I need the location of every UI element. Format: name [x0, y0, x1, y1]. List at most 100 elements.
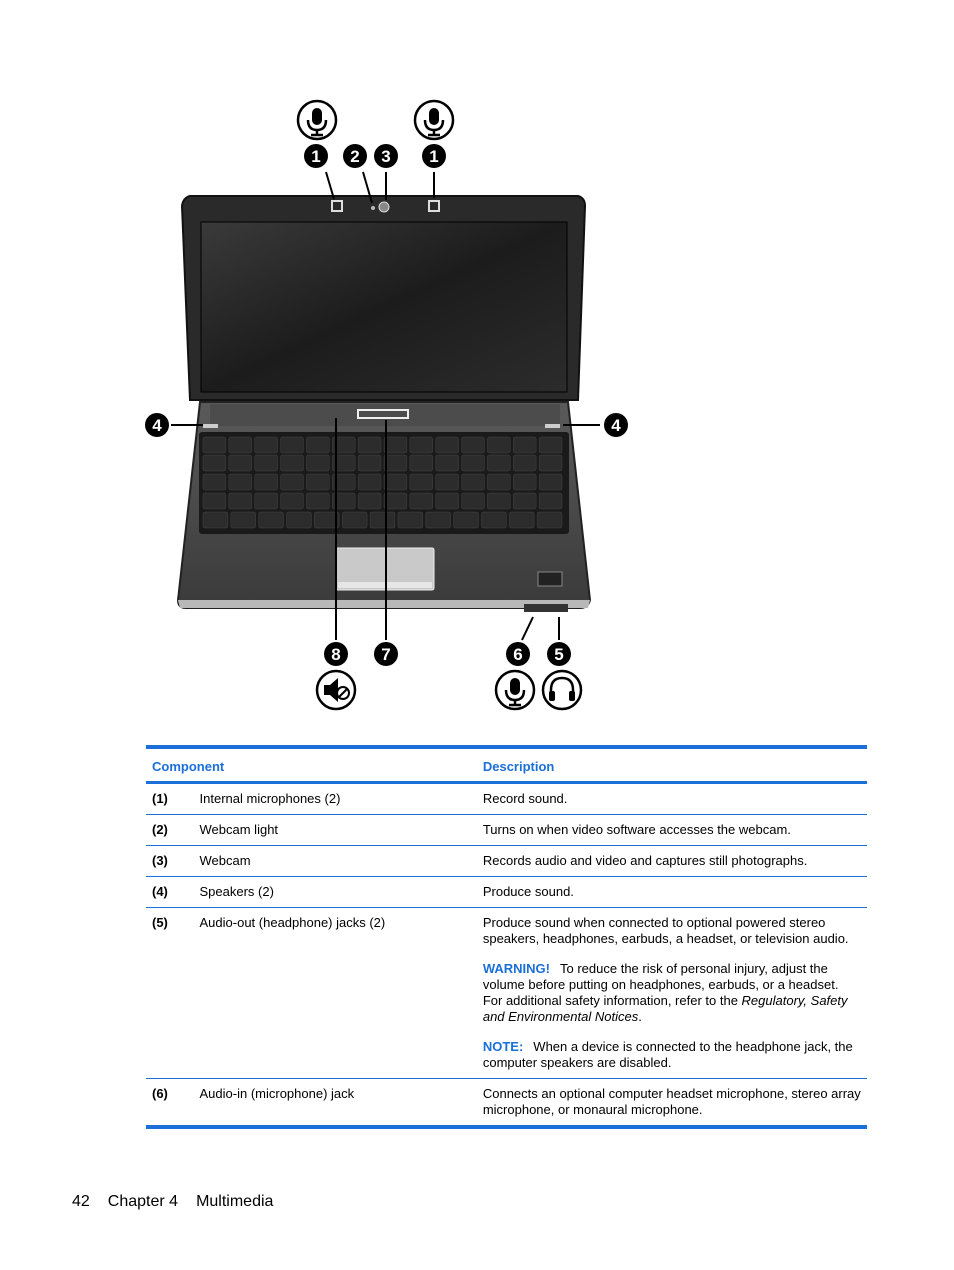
warning-doc-title: Regulatory, Safety and Environmental Not…	[482, 993, 848, 1024]
component-name: Speakers (2)	[193, 876, 477, 908]
table-row: (4) Speakers (2) Produce sound.	[146, 876, 867, 908]
keyboard-key	[409, 473, 433, 491]
keyboard-key	[357, 492, 382, 510]
keyboard-key	[453, 511, 479, 529]
internal-microphone-right	[428, 200, 440, 212]
row-number: (6)	[146, 1078, 194, 1125]
keyboard-key	[461, 436, 485, 454]
webcam	[378, 201, 390, 213]
description-text: Produce sound.	[482, 884, 574, 899]
keyboard-key	[397, 511, 424, 529]
keyboard-key	[435, 436, 459, 454]
table-row: (6) Audio-in (microphone) jack Connects …	[146, 1078, 867, 1125]
chapter-label: Chapter 4	[107, 1193, 179, 1210]
component-description: Record sound.	[476, 781, 867, 815]
keyboard-key	[230, 511, 256, 529]
table-row: (5) Audio-out (headphone) jacks (2) Prod…	[146, 907, 867, 1079]
callout-badge: 2	[343, 144, 367, 168]
keyboard-key	[254, 473, 278, 491]
fingerprint-reader	[537, 571, 563, 587]
keyboard-key	[513, 473, 537, 491]
page-number: 42	[72, 1193, 90, 1210]
keyboard-key	[286, 511, 312, 529]
table-bottom-rule	[146, 1125, 867, 1129]
keyboard-key	[357, 436, 382, 454]
keyboard-key	[254, 436, 278, 454]
keyboard-key	[254, 454, 278, 472]
keyboard-key	[306, 473, 330, 491]
keyboard-key	[228, 473, 252, 491]
callout-number: 1	[311, 147, 320, 166]
description-text: Turns on when video software accesses th…	[482, 822, 791, 837]
internal-microphone-left	[331, 200, 343, 212]
component-description: Records audio and video and captures sti…	[476, 845, 867, 877]
keyboard-key	[435, 473, 459, 491]
callout-badge: 7	[374, 642, 398, 666]
callout-number: 2	[350, 147, 359, 166]
keyboard-key	[280, 436, 304, 454]
leader-lines	[171, 171, 600, 641]
keyboard-key	[487, 492, 511, 510]
audio-jacks	[524, 604, 568, 612]
keyboard-key	[409, 492, 433, 510]
keyboard-key	[357, 473, 382, 491]
row-number: (5)	[146, 907, 194, 1079]
callout-number: 7	[381, 645, 390, 664]
keyboard-key	[306, 436, 330, 454]
volume-scroll-zone	[357, 409, 409, 419]
keyboard-key	[332, 454, 356, 472]
row-number: (3)	[146, 845, 194, 877]
keyboard-key	[487, 454, 511, 472]
table-row: (1) Internal microphones (2) Record soun…	[146, 781, 867, 815]
keyboard-key	[435, 492, 459, 510]
row-number: (4)	[146, 876, 194, 908]
keyboard-key	[487, 473, 511, 491]
description-text: Produce sound when connected to optional…	[482, 915, 849, 946]
keyboard-key	[513, 492, 537, 510]
keyboard-key	[538, 492, 563, 510]
microphone-icon	[296, 99, 338, 141]
callout-badge: 4	[604, 413, 628, 437]
keyboard-key	[509, 511, 535, 529]
row-number: (1)	[146, 781, 194, 815]
keyboard-key	[332, 492, 356, 510]
keyboard-key	[228, 436, 252, 454]
component-description: Connects an optional computer headset mi…	[476, 1078, 867, 1125]
microphone-icon	[494, 669, 536, 711]
callout-number: 4	[152, 416, 162, 435]
keyboard-key	[461, 492, 485, 510]
component-description: Produce sound.	[476, 876, 867, 908]
keyboard-key	[425, 511, 451, 529]
warning-text: To reduce the risk of personal injury, a…	[482, 961, 839, 1008]
callout-badge: 1	[422, 144, 446, 168]
component-name: Audio-in (microphone) jack	[193, 1078, 477, 1125]
description-text: Record sound.	[482, 791, 568, 806]
keyboard-key	[332, 473, 356, 491]
callout-badge: 1	[304, 144, 328, 168]
laptop-display	[180, 195, 587, 401]
keyboard-key	[280, 473, 304, 491]
callout-badge: 5	[547, 642, 571, 666]
keyboard-key	[383, 454, 408, 472]
keyboard-key	[513, 454, 537, 472]
keyboard-key	[538, 436, 563, 454]
component-name: Webcam light	[193, 814, 477, 846]
keyboard-key	[202, 492, 227, 510]
callout-badge: 8	[324, 642, 348, 666]
keyboard-key	[202, 473, 227, 491]
keyboard-key	[481, 511, 507, 529]
keyboard-key	[538, 454, 563, 472]
laptop-base	[176, 401, 592, 612]
keyboard-key	[487, 436, 511, 454]
keyboard-key	[306, 454, 330, 472]
table-row: (2) Webcam light Turns on when video sof…	[146, 814, 867, 846]
keyboard-key	[228, 454, 252, 472]
callout-number: 8	[331, 645, 340, 664]
keyboard-key	[461, 454, 485, 472]
callout-badge: 3	[374, 144, 398, 168]
speaker-left	[203, 424, 218, 428]
keyboard-key	[280, 454, 304, 472]
callout-badge: 4	[145, 413, 169, 437]
